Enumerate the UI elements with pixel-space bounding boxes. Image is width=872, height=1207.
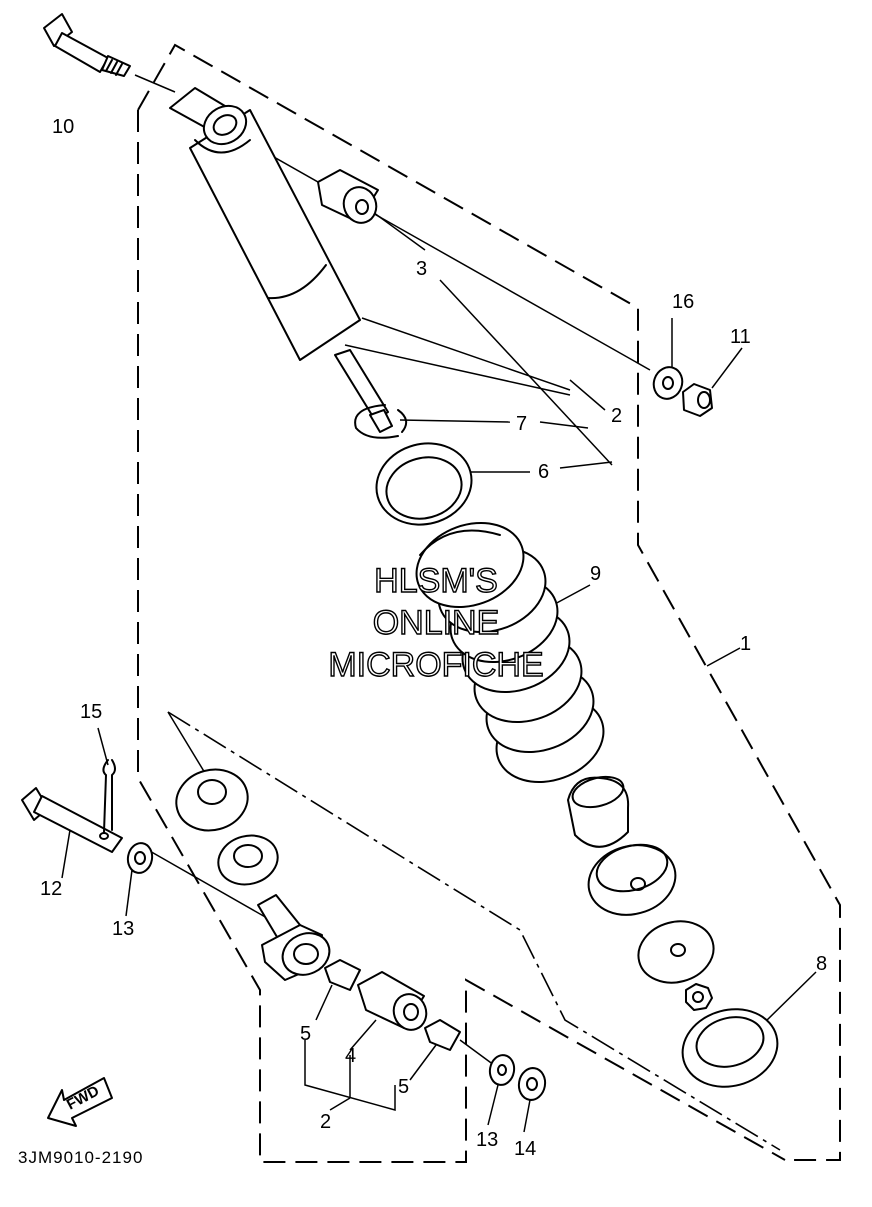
washer-13a — [126, 842, 154, 874]
watermark-line-3: MICROFICHE — [328, 646, 543, 684]
shock-absorber-body — [169, 87, 393, 433]
callouts: 10 3 16 11 2 7 6 9 1 8 15 12 13 5 4 5 2 … — [40, 116, 827, 1160]
callout-3: 3 — [416, 258, 427, 280]
washer-16 — [652, 366, 684, 400]
washer-13b — [488, 1054, 516, 1086]
upper-bushing — [317, 169, 379, 224]
callout-5b: 5 — [398, 1076, 409, 1098]
lower-bushing-4 — [357, 971, 428, 1031]
callout-2b: 2 — [320, 1111, 331, 1133]
subassembly-boundary — [167, 711, 781, 1151]
washer-14 — [517, 1067, 547, 1101]
watermark: HLSM'S ONLINE MICROFICHE — [328, 561, 545, 684]
callout-1: 1 — [740, 633, 751, 655]
callout-6: 6 — [538, 461, 549, 483]
watermark-line-1: HLSM'S — [374, 562, 498, 600]
cotter-pin-15 — [102, 759, 116, 833]
collar-5b — [424, 1019, 461, 1051]
fwd-arrow-icon: FWD — [47, 1077, 113, 1127]
drawing-code: 3JM9010-2190 — [18, 1148, 143, 1167]
lower-spring-seat-8 — [681, 1008, 779, 1088]
stopper-cup — [587, 843, 677, 916]
callout-10: 10 — [52, 116, 74, 138]
leader-lines — [61, 74, 817, 1133]
callout-9: 9 — [590, 563, 601, 585]
watermark-line-2: ONLINE — [373, 604, 500, 642]
lock-ring — [217, 834, 279, 886]
upper-bolt — [43, 13, 131, 77]
callout-15: 15 — [80, 701, 102, 723]
adjuster-ring — [175, 768, 249, 832]
bump-stopper — [567, 775, 630, 848]
lock-nut — [685, 983, 713, 1011]
nut-11 — [682, 383, 713, 417]
coil-spring-9 — [415, 521, 605, 784]
callout-12: 12 — [40, 878, 62, 900]
stopper-plate — [637, 920, 715, 984]
circlip-7 — [354, 404, 408, 439]
callout-8: 8 — [816, 953, 827, 975]
spring-seat-6 — [375, 442, 473, 526]
callout-13a: 13 — [112, 918, 134, 940]
callout-11: 11 — [730, 326, 751, 348]
callout-2a: 2 — [611, 405, 622, 427]
collar-5a — [324, 959, 361, 991]
callout-5a: 5 — [300, 1023, 311, 1045]
callout-7: 7 — [516, 413, 527, 435]
lower-eye — [257, 894, 331, 981]
callout-14: 14 — [514, 1138, 536, 1160]
lower-bolt-12 — [21, 787, 123, 853]
callout-16: 16 — [672, 291, 694, 313]
callout-13b: 13 — [476, 1129, 498, 1151]
callout-4: 4 — [345, 1045, 356, 1067]
assembly-boundary — [137, 43, 841, 1161]
assembly-boundary-left — [137, 110, 786, 1163]
